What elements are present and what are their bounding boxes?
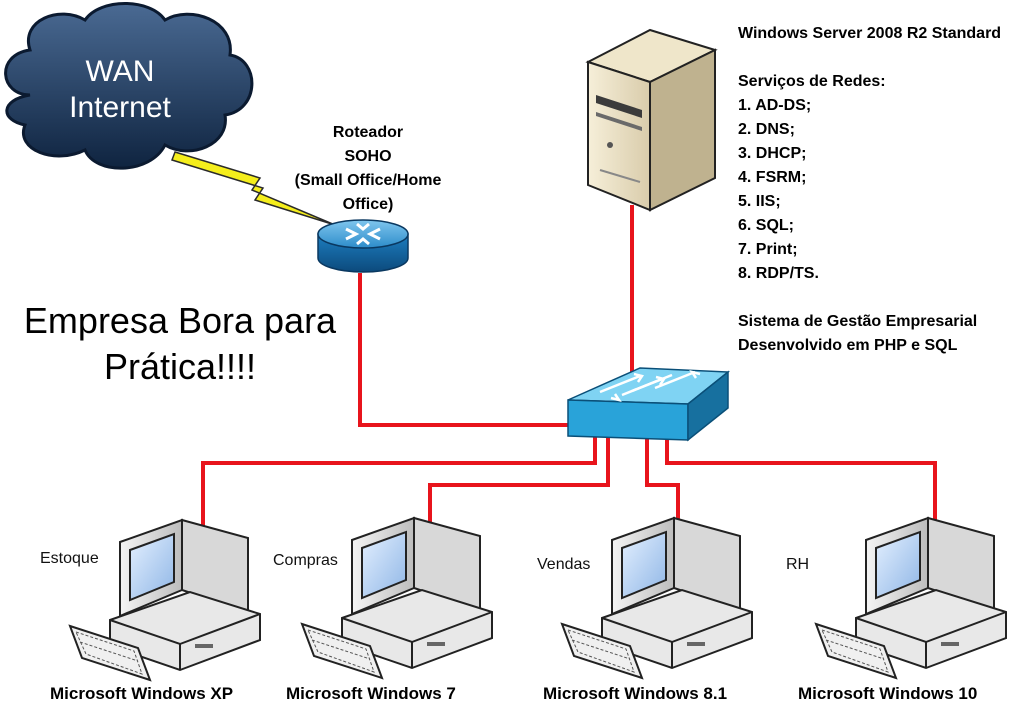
network-cables — [201, 205, 937, 540]
department-label-rh: RH — [786, 556, 810, 573]
workstation-compras-icon — [301, 517, 493, 679]
router-icon — [317, 219, 409, 273]
diagram-title-line1: Empresa Bora para — [23, 300, 337, 341]
server-info: Windows Server 2008 R2 Standard Serviços… — [738, 22, 1001, 358]
service-item: 2. DNS; — [738, 121, 795, 138]
service-item: 8. RDP/TS. — [738, 265, 819, 282]
service-item: 7. Print; — [738, 241, 798, 258]
workstation-estoque-icon — [69, 519, 261, 681]
workstation-rh-icon — [815, 517, 1007, 679]
cloud-label-line1: WAN — [85, 55, 155, 88]
department-label-estoque: Estoque — [40, 550, 99, 567]
services-heading: Serviços de Redes: — [738, 73, 886, 90]
server-tower-icon — [585, 28, 718, 212]
system-line: Sistema de Gestão Empresarial — [738, 313, 978, 330]
service-item: 6. SQL; — [738, 217, 795, 234]
diagram-title-line2: Prática!!!! — [103, 346, 257, 387]
router-label-line: SOHO — [344, 148, 392, 165]
router-label-line: Roteador — [332, 124, 404, 141]
router-label-line: Office) — [342, 196, 394, 213]
switch-icon — [567, 367, 731, 442]
workstation-vendas-icon — [561, 517, 753, 679]
wan-cloud-icon — [4, 2, 254, 170]
os-label-rh: Microsoft Windows 10 — [798, 684, 978, 703]
os-label-compras: Microsoft Windows 7 — [286, 684, 456, 703]
cloud-label: WAN Internet — [50, 54, 190, 126]
service-item: 5. IIS; — [738, 193, 781, 210]
department-label-compras: Compras — [273, 552, 338, 569]
cloud-label-line2: Internet — [69, 91, 171, 124]
router-label: Roteador SOHO (Small Office/Home Office) — [268, 121, 468, 217]
server-title: Windows Server 2008 R2 Standard — [738, 25, 1002, 42]
wan-link-bolt — [171, 151, 336, 226]
system-line: Desenvolvido em PHP e SQL — [738, 337, 958, 354]
os-label-estoque: Microsoft Windows XP — [50, 684, 234, 703]
os-label-vendas: Microsoft Windows 8.1 — [543, 684, 728, 703]
service-item: 1. AD-DS; — [738, 97, 812, 114]
diagram-title: Empresa Bora para Prática!!!! — [10, 298, 350, 390]
router-label-line: (Small Office/Home — [294, 172, 442, 189]
department-label-vendas: Vendas — [537, 556, 591, 573]
service-item: 4. FSRM; — [738, 169, 807, 186]
service-item: 3. DHCP; — [738, 145, 807, 162]
